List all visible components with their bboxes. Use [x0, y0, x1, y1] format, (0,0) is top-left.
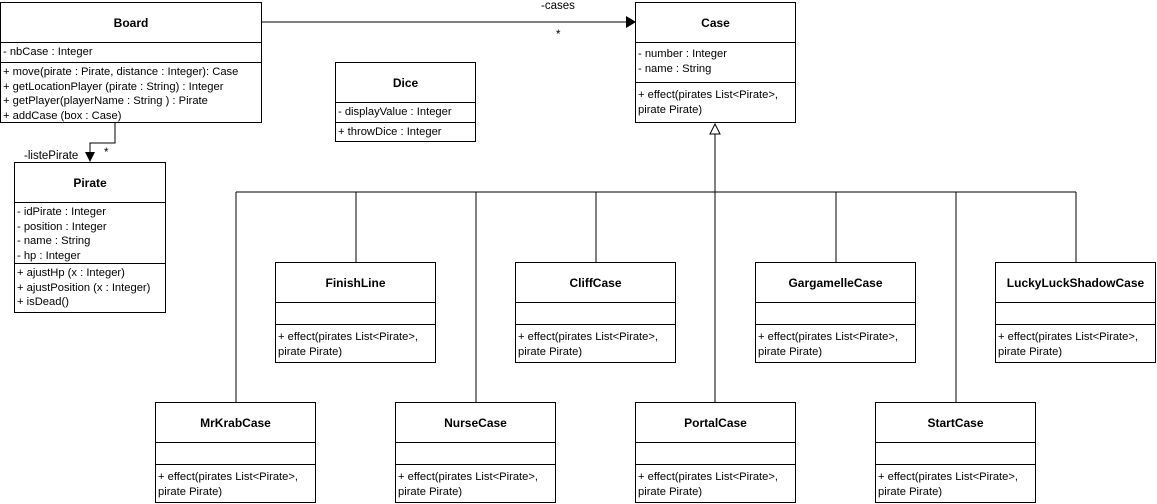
- association-board-pirate-line: [89, 123, 116, 154]
- method: pirate Pirate): [518, 345, 583, 358]
- class-case-methods: + effect(pirates List<Pirate>, pirate Pi…: [636, 83, 795, 119]
- method: + effect(pirates List<Pirate>,: [398, 471, 539, 483]
- class-luckyluckshadowcase-attributes: [996, 303, 1155, 325]
- attribute: - name : String: [638, 62, 712, 75]
- method: + effect(pirates List<Pirate>,: [158, 471, 299, 483]
- attribute: - hp : Integer: [17, 249, 81, 262]
- method: + move(pirate : Pirate, distance : Integ…: [3, 66, 239, 78]
- class-nursecase-name: NurseCase: [396, 403, 555, 443]
- class-portalcase-methods: + effect(pirates List<Pirate>, pirate Pi…: [636, 465, 795, 501]
- attribute: - displayValue : Integer: [338, 106, 452, 118]
- class-dice[interactable]: Dice - displayValue : Integer + throwDic…: [335, 62, 476, 142]
- class-startcase-methods: + effect(pirates List<Pirate>, pirate Pi…: [876, 465, 1035, 501]
- method: pirate Pirate): [158, 485, 223, 498]
- method: pirate Pirate): [998, 345, 1063, 358]
- class-mrkrabcase-attributes: [156, 443, 315, 465]
- method: + effect(pirates List<Pirate>,: [878, 471, 1019, 483]
- method: pirate Pirate): [638, 103, 703, 116]
- class-dice-methods: + throwDice : Integer: [336, 123, 475, 142]
- class-mrkrabcase[interactable]: MrKrabCase + effect(pirates List<Pirate>…: [155, 402, 316, 503]
- attribute: - number : Integer: [638, 48, 727, 60]
- class-startcase-name: StartCase: [876, 403, 1035, 443]
- method: + effect(pirates List<Pirate>,: [638, 89, 779, 101]
- class-board-name: Board: [1, 3, 261, 43]
- class-nursecase[interactable]: NurseCase + effect(pirates List<Pirate>,…: [395, 402, 556, 503]
- class-dice-attributes: - displayValue : Integer: [336, 103, 475, 123]
- class-startcase[interactable]: StartCase + effect(pirates List<Pirate>,…: [875, 402, 1036, 503]
- association-board-case-arrowhead: [626, 16, 636, 28]
- method: pirate Pirate): [278, 345, 343, 358]
- class-case-name: Case: [636, 3, 795, 43]
- class-case[interactable]: Case - number : Integer - name : String …: [635, 2, 796, 123]
- class-finishline-name: FinishLine: [276, 263, 435, 303]
- cases-role-label: -cases: [541, 0, 575, 12]
- class-luckyluckshadowcase[interactable]: LuckyLuckShadowCase + effect(pirates Lis…: [995, 262, 1156, 363]
- class-portalcase[interactable]: PortalCase + effect(pirates List<Pirate>…: [635, 402, 796, 503]
- method: + effect(pirates List<Pirate>,: [758, 331, 899, 343]
- class-case-attributes: - number : Integer - name : String: [636, 43, 795, 83]
- association-board-pirate-arrowhead: [85, 152, 95, 162]
- class-cliffcase[interactable]: CliffCase + effect(pirates List<Pirate>,…: [515, 262, 676, 363]
- class-gargamellecase-attributes: [756, 303, 915, 325]
- class-mrkrabcase-methods: + effect(pirates List<Pirate>, pirate Pi…: [156, 465, 315, 501]
- method: + effect(pirates List<Pirate>,: [278, 331, 419, 343]
- class-finishline-methods: + effect(pirates List<Pirate>, pirate Pi…: [276, 325, 435, 361]
- pirates-role-label: -listePirate: [24, 150, 79, 162]
- method: pirate Pirate): [638, 485, 703, 498]
- class-pirate-methods: + ajustHp (x : Integer) + ajustPosition …: [15, 264, 165, 312]
- class-mrkrabcase-name: MrKrabCase: [156, 403, 315, 443]
- class-board-attributes: - nbCase : Integer: [1, 43, 261, 63]
- attribute: - nbCase : Integer: [3, 46, 93, 58]
- method: + ajustPosition (x : Integer): [17, 281, 151, 294]
- method: pirate Pirate): [878, 485, 943, 498]
- attribute: - idPirate : Integer: [17, 206, 106, 218]
- class-cliffcase-attributes: [516, 303, 675, 325]
- class-portalcase-name: PortalCase: [636, 403, 795, 443]
- method: + addCase (box : Case): [3, 109, 122, 122]
- method: + getLocationPlayer (pirate : String) : …: [3, 80, 224, 93]
- class-finishline-attributes: [276, 303, 435, 325]
- class-gargamellecase-methods: + effect(pirates List<Pirate>, pirate Pi…: [756, 325, 915, 361]
- class-cliffcase-name: CliffCase: [516, 263, 675, 303]
- class-luckyluckshadowcase-name: LuckyLuckShadowCase: [996, 263, 1155, 303]
- attribute: - position : Integer: [17, 220, 107, 233]
- class-gargamellecase-name: GargamelleCase: [756, 263, 915, 303]
- method: + getPlayer(playerName : String ) : Pira…: [3, 95, 208, 107]
- class-pirate-attributes: - idPirate : Integer - position : Intege…: [15, 203, 165, 264]
- class-cliffcase-methods: + effect(pirates List<Pirate>, pirate Pi…: [516, 325, 675, 361]
- class-finishline[interactable]: FinishLine + effect(pirates List<Pirate>…: [275, 262, 436, 363]
- generalization-triangle: [709, 122, 721, 135]
- method: + effect(pirates List<Pirate>,: [518, 331, 659, 343]
- class-pirate-name: Pirate: [15, 163, 165, 203]
- method: + effect(pirates List<Pirate>,: [638, 471, 779, 483]
- method: pirate Pirate): [758, 345, 823, 358]
- class-dice-name: Dice: [336, 63, 475, 103]
- class-pirate[interactable]: Pirate - idPirate : Integer - position :…: [14, 162, 166, 313]
- method: + isDead(): [17, 296, 69, 308]
- attribute: - name : String: [17, 235, 91, 247]
- class-startcase-attributes: [876, 443, 1035, 465]
- method: + ajustHp (x : Integer): [17, 267, 125, 279]
- class-nursecase-methods: + effect(pirates List<Pirate>, pirate Pi…: [396, 465, 555, 501]
- method: + effect(pirates List<Pirate>,: [998, 331, 1139, 343]
- class-nursecase-attributes: [396, 443, 555, 465]
- class-board[interactable]: Board - nbCase : Integer + move(pirate :…: [0, 2, 262, 123]
- class-board-methods: + move(pirate : Pirate, distance : Integ…: [1, 63, 261, 125]
- method: pirate Pirate): [398, 485, 463, 498]
- method: + throwDice : Integer: [338, 126, 442, 138]
- class-luckyluckshadowcase-methods: + effect(pirates List<Pirate>, pirate Pi…: [996, 325, 1155, 361]
- class-portalcase-attributes: [636, 443, 795, 465]
- cases-multiplicity-label: *: [556, 29, 561, 41]
- pirates-multiplicity-label: *: [104, 147, 109, 159]
- class-gargamellecase[interactable]: GargamelleCase + effect(pirates List<Pir…: [755, 262, 916, 363]
